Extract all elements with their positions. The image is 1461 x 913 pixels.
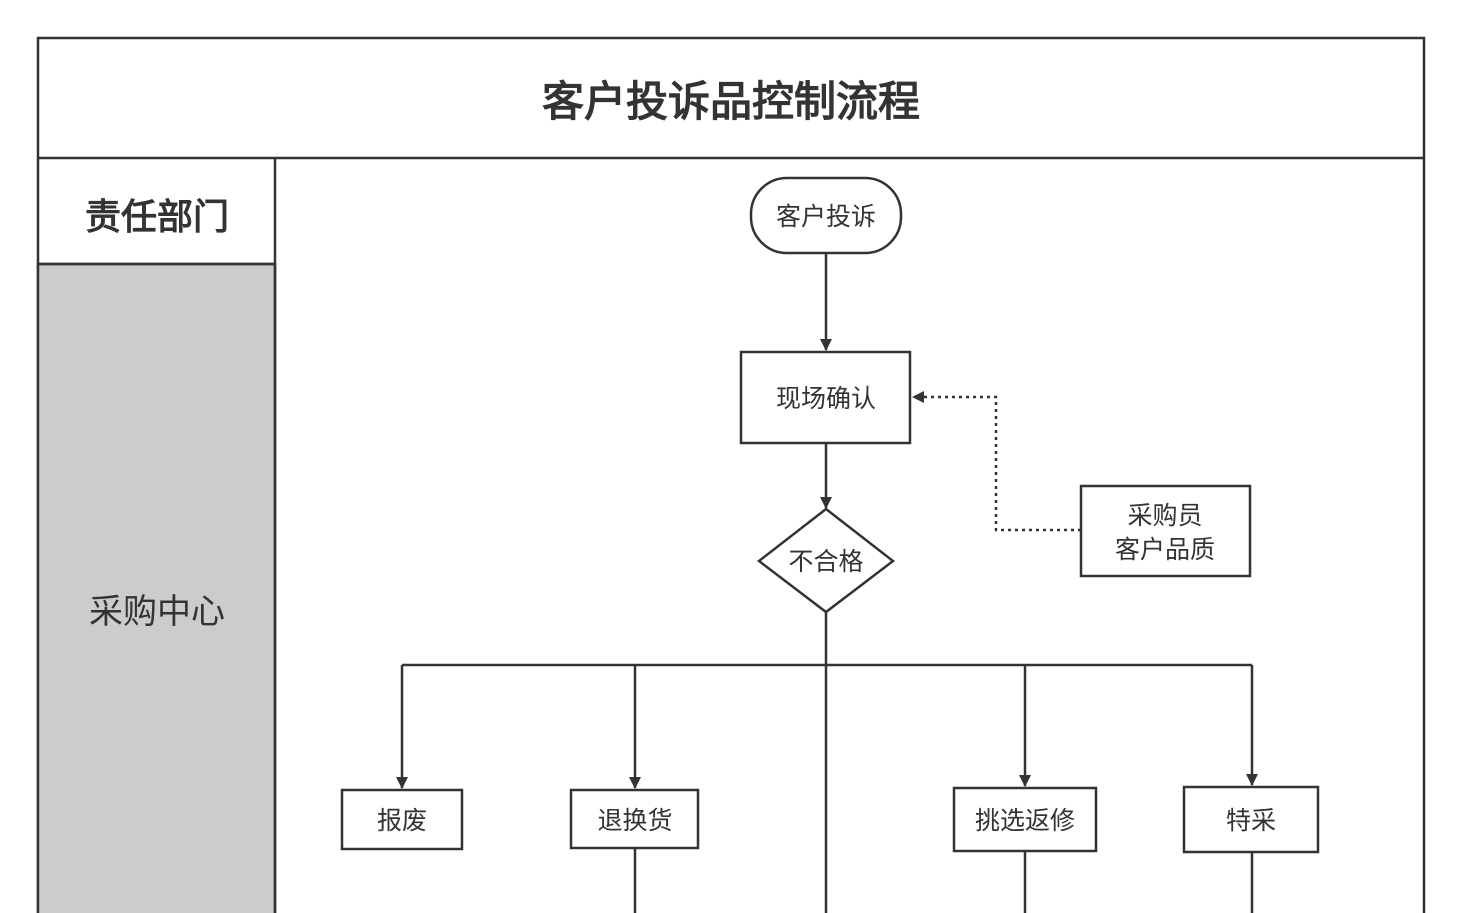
special-purchase-node [1182,785,1320,854]
department-label: 采购中心 [89,592,225,632]
start-node [749,176,903,255]
return-exchange-node [569,788,700,850]
sort-rework-node [952,786,1098,853]
confirm-node [739,350,912,445]
decision-node-label: 不合格 [788,547,863,576]
department-header: 责任部门 [85,197,229,238]
scrap-node [340,788,464,851]
page-title: 客户投诉品控制流程 [542,77,920,126]
responsible-note-node [1079,484,1252,578]
scrap-node-label: 报废 [377,806,427,835]
responsible-note-line2: 客户品质 [1115,535,1215,564]
responsible-note-line1: 采购员 [1127,501,1202,530]
dotted-arrow-note-to-confirm [912,391,1081,532]
sort-rework-node-label: 挑选返修 [975,806,1075,835]
special-purchase-node-label: 特采 [1226,806,1276,835]
return-exchange-node-label: 退换货 [597,806,672,835]
confirm-node-label: 现场确认 [776,384,876,413]
start-node-label: 客户投诉 [776,202,876,231]
department-lane [36,262,277,913]
decision-node [756,507,896,614]
